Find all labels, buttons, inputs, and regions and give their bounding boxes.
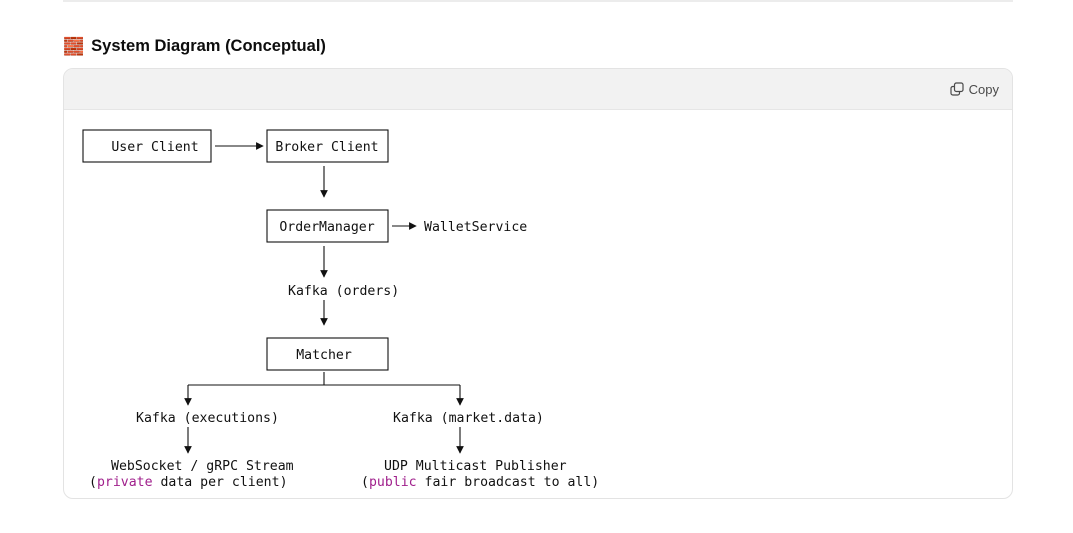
copy-icon (950, 82, 964, 96)
order-manager-label: OrderManager (279, 220, 374, 235)
matcher-box (266, 337, 389, 371)
order-manager-box (266, 209, 389, 243)
websocket-grpc-note: (private data per client) (89, 475, 288, 490)
section-heading: 🧱 System Diagram (Conceptual) (63, 34, 326, 58)
user-client-box (82, 129, 212, 163)
kafka-executions-label: Kafka (executions) (136, 411, 279, 426)
kafka-orders-label: Kafka (orders) (288, 284, 399, 299)
websocket-grpc-label: WebSocket / gRPC Stream (111, 459, 294, 474)
broker-client-label: Broker Client (275, 140, 378, 155)
udp-publisher-label: UDP Multicast Publisher (384, 459, 567, 474)
copy-label: Copy (968, 81, 999, 97)
wallet-service-label: WalletService (424, 220, 527, 235)
top-divider (63, 0, 1013, 2)
public-keyword: public (369, 475, 417, 490)
code-block-header: Copy (64, 69, 1012, 110)
kafka-market-data-label: Kafka (market.data) (393, 411, 544, 426)
copy-button[interactable]: Copy (950, 79, 999, 99)
matcher-fork-connector (188, 372, 460, 386)
user-client-label: User Client (111, 140, 198, 155)
udp-publisher-note: (public fair broadcast to all) (361, 475, 599, 490)
matcher-label: Matcher (296, 348, 352, 363)
private-keyword: private (97, 475, 153, 490)
system-diagram: User Client Broker Client OrderManager M… (82, 129, 599, 490)
broker-client-box (266, 129, 389, 163)
section-title: System Diagram (Conceptual) (91, 36, 326, 55)
code-block: Copy User Client Broker Client OrderMana… (63, 68, 1013, 499)
brick-emoji-icon: 🧱 (63, 36, 85, 56)
